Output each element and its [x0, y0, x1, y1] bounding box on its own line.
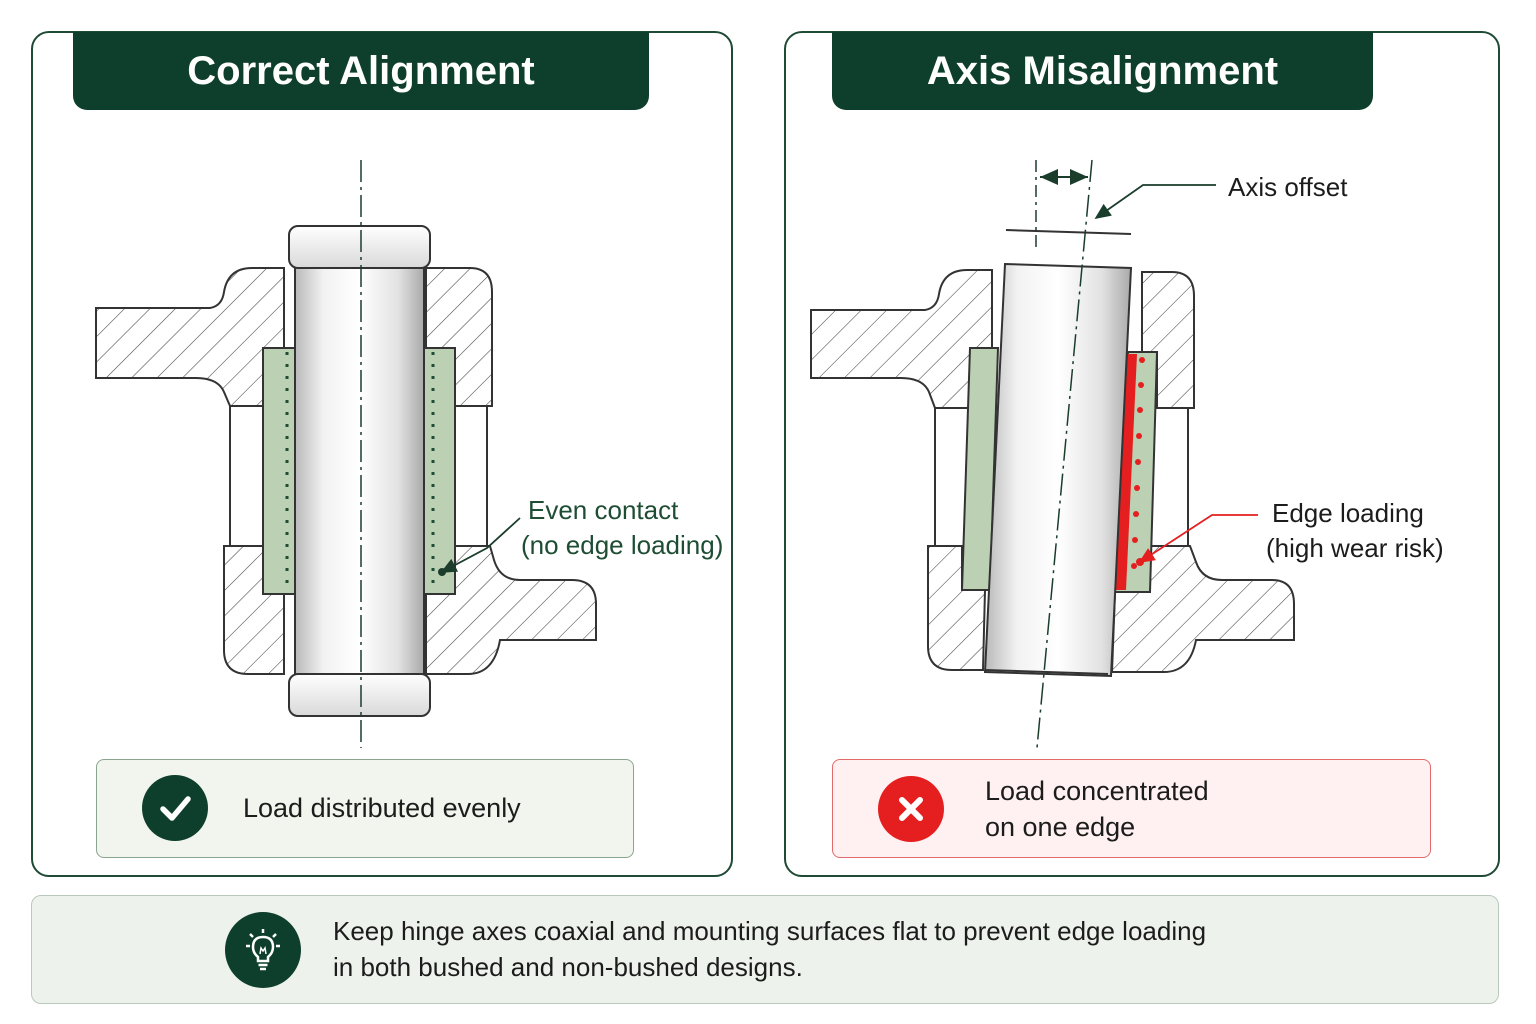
axis-offset-label: Axis offset	[1228, 172, 1348, 202]
pin-head	[288, 225, 431, 269]
misalignment-drawing	[810, 159, 1295, 749]
design-tip-line1: Keep hinge axes coaxial and mounting sur…	[333, 916, 1207, 946]
hinge-pin	[983, 262, 1133, 678]
hinge-pin	[294, 261, 425, 681]
load-concentrated-text-line1: Load concentrated	[985, 776, 1209, 806]
edge-loading-label-line1: Edge loading	[1272, 498, 1424, 528]
axis-misalignment-title: Axis Misalignment	[832, 32, 1373, 110]
load-concentrated-text-line2: on one edge	[985, 812, 1136, 842]
correct-alignment-drawing	[95, 160, 597, 748]
upper-knuckle-left	[810, 269, 993, 409]
x-mark-icon	[878, 776, 944, 842]
correct-alignment-title: Correct Alignment	[73, 32, 649, 110]
design-tip-text: Keep hinge axes coaxial and mounting sur…	[333, 913, 1206, 985]
lower-knuckle-right	[425, 545, 597, 675]
lower-knuckle-right	[1110, 545, 1295, 673]
left-bushing	[262, 347, 296, 595]
even-contact-label-line2: (no edge loading)	[521, 530, 724, 560]
right-bushing	[423, 347, 456, 595]
design-tip-line2: in both bushed and non-bushed designs.	[333, 952, 803, 982]
upper-knuckle-left	[95, 267, 285, 407]
load-concentrated-status: Load concentrated on one edge	[832, 759, 1431, 858]
tilted-axis	[1036, 159, 1093, 749]
edge-loading-label-line2: (high wear risk)	[1266, 533, 1444, 563]
checkmark-icon	[142, 775, 208, 841]
load-distributed-status: Load distributed evenly	[96, 759, 634, 858]
upper-knuckle-right	[1141, 271, 1195, 409]
load-distributed-text: Load distributed evenly	[243, 793, 521, 823]
pin-head	[1005, 229, 1132, 235]
pin-tail	[288, 673, 431, 717]
lightbulb-icon	[225, 912, 301, 988]
pin-tail	[984, 669, 1109, 675]
even-contact-label-line1: Even contact	[528, 495, 679, 525]
